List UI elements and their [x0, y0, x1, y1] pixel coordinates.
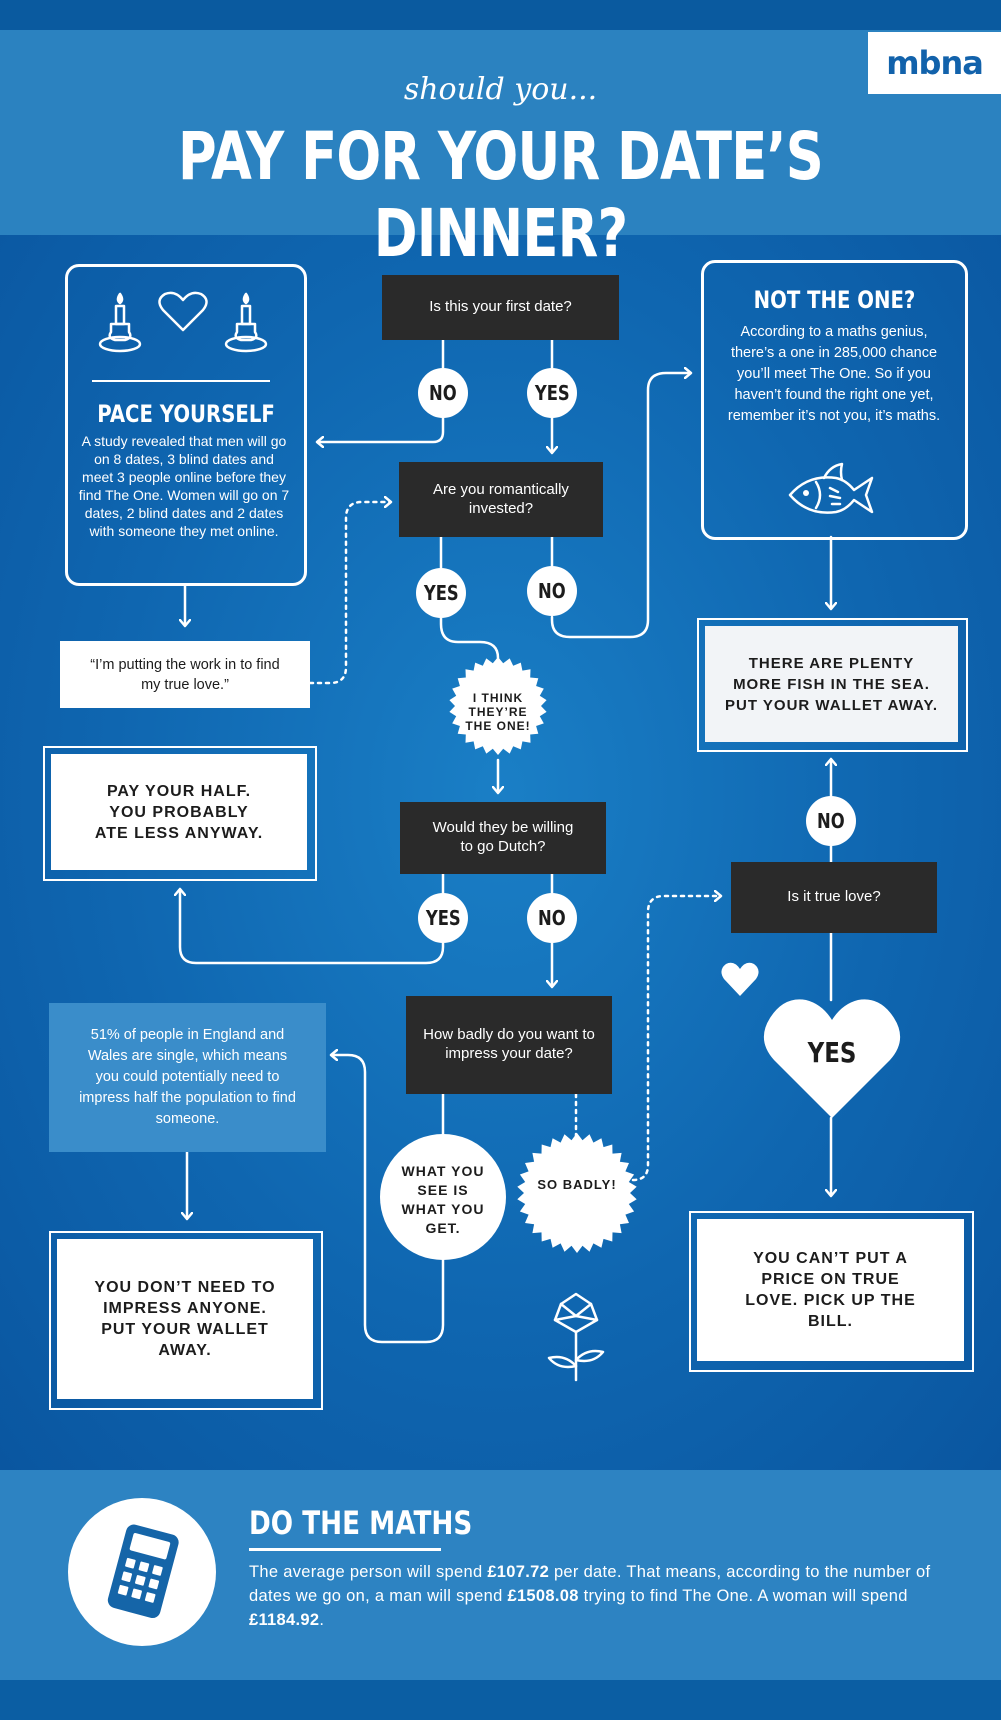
heart-icon — [158, 291, 208, 332]
answer-yes-circle: YES — [416, 568, 466, 618]
pay-half-frame — [43, 746, 317, 881]
yes-heart-shape — [763, 999, 901, 1118]
answer-yes-circle: YES — [418, 893, 468, 943]
what-you-see-text: WHAT YOU SEE IS WHAT YOU GET. — [401, 1163, 485, 1236]
true-love-frame — [689, 1211, 974, 1372]
candles-heart-graphic — [98, 291, 268, 353]
logo-box — [868, 32, 1001, 94]
page-subtitle: should you... — [403, 72, 598, 107]
plenty-fish-frame — [697, 618, 968, 752]
footer-bottom-bar — [0, 1680, 1001, 1720]
maths-text-part: . — [319, 1611, 325, 1629]
statistic-box: 51% of people in England and Wales are s… — [49, 1003, 326, 1152]
the-one-badge-shape — [449, 657, 547, 755]
outcome-true-love: YOU CAN’T PUT A PRICE ON TRUE LOVE. PICK… — [697, 1219, 964, 1361]
amount-man: £1508.08 — [507, 1587, 579, 1605]
amount-per-date: £107.72 — [487, 1563, 550, 1581]
calculator-icon — [107, 1524, 179, 1619]
outcome-no-need: YOU DON’T NEED TO IMPRESS ANYONE. PUT YO… — [57, 1239, 313, 1399]
pace-yourself-heading: PACE YOURSELF — [97, 400, 275, 428]
not-the-one-box — [701, 260, 968, 540]
outcome-pay-half: PAY YOUR HALF. YOU PROBABLY ATE LESS ANY… — [51, 754, 307, 870]
statistic-text: 51% of people in England and Wales are s… — [79, 1027, 296, 1127]
yes-heart-label: YES — [807, 1036, 857, 1069]
small-heart-icon — [721, 962, 759, 996]
quote-box: “I’m putting the work in to find my true… — [60, 641, 310, 708]
answer-no-circle: NO — [418, 368, 468, 418]
rose-icon — [547, 1292, 605, 1382]
answer-no-circle: NO — [527, 893, 577, 943]
maths-text: The average person will spend £107.72 pe… — [249, 1560, 939, 1632]
answer-yes-circle: YES — [527, 368, 577, 418]
question-impress-date: How badly do you want to impress your da… — [406, 996, 612, 1094]
maths-text-part: The average person will spend — [249, 1563, 488, 1581]
maths-text-part: trying to find The One. A woman will spe… — [578, 1587, 908, 1605]
answer-no-circle: NO — [527, 566, 577, 616]
not-the-one-heading: NOT THE ONE? — [753, 286, 916, 314]
maths-heading: DO THE MATHS — [249, 1504, 473, 1542]
what-you-see-circle — [380, 1134, 506, 1260]
candle-icon — [224, 292, 268, 353]
page-title: PAY FOR YOUR DATE’S DINNER? — [178, 118, 824, 272]
brand-logo: mbna — [886, 44, 984, 82]
answer-no-circle: NO — [806, 796, 856, 846]
so-badly-badge-text: SO BADLY! — [537, 1177, 617, 1192]
question-go-dutch: Would they be willing to go Dutch? — [400, 802, 606, 874]
question-romantically-invested: Are you romantically invested? — [399, 462, 603, 537]
fish-icon — [788, 462, 874, 514]
outcome-plenty-fish: THERE ARE PLENTY MORE FISH IN THE SEA. P… — [705, 626, 958, 742]
not-the-one-text: According to a maths genius, there’s a o… — [727, 324, 941, 424]
divider — [92, 380, 270, 382]
the-one-badge-text: I THINK THEY’RE THE ONE! — [465, 691, 531, 733]
no-need-frame — [49, 1231, 323, 1410]
question-first-date: Is this your first date? — [382, 275, 619, 340]
pace-yourself-box — [65, 264, 307, 586]
maths-underline — [249, 1548, 441, 1551]
maths-text-part: per date. That means, according to the n… — [249, 1563, 931, 1605]
top-bar — [0, 0, 1001, 30]
header-band — [0, 30, 1001, 235]
candle-icon — [98, 292, 142, 353]
question-true-love: Is it true love? — [731, 862, 937, 933]
pace-yourself-text: A study revealed that men will go on 8 d… — [78, 433, 290, 539]
amount-woman: £1184.92 — [249, 1611, 320, 1629]
so-badly-badge-shape — [517, 1133, 637, 1253]
